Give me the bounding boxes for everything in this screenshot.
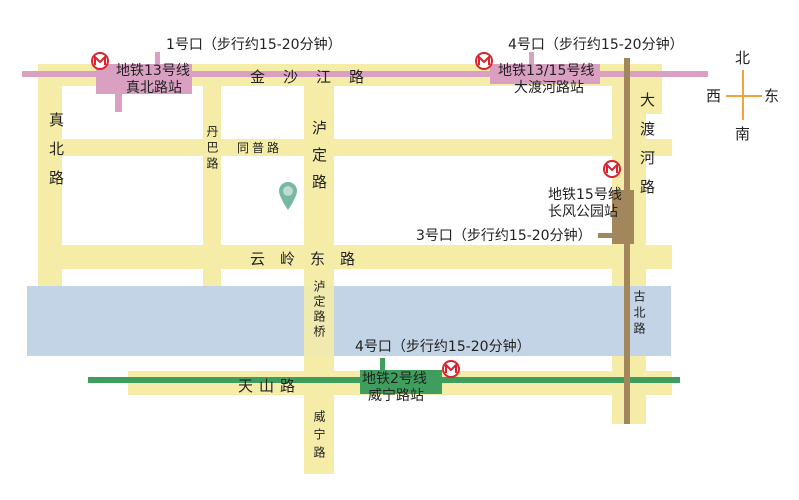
road-name-tongpu: 同普路 xyxy=(237,141,283,155)
road-name-ludingluqiao: 泸定路桥 xyxy=(311,280,328,340)
station-weininglu-name: 威宁路站 xyxy=(368,388,424,404)
metro-icon xyxy=(475,52,493,70)
compass-east: 东 xyxy=(764,87,780,105)
exit-tick-1 xyxy=(155,52,160,66)
road-name-danba-text: 丹巴路 xyxy=(205,125,219,173)
river xyxy=(27,286,671,356)
road-name-weining-text: 威宁路 xyxy=(312,410,326,464)
location-pin-icon[interactable] xyxy=(278,181,298,211)
road-ludinglu xyxy=(304,64,334,474)
metro-icon xyxy=(603,160,621,178)
road-tongpu xyxy=(38,139,672,156)
station-box-changfeng[interactable] xyxy=(612,190,634,244)
road-name-gubei: 古北路 xyxy=(631,290,648,338)
road-yunlingdong xyxy=(38,245,672,269)
road-ludingluqiao xyxy=(304,270,334,362)
road-name-ludinglu: 泸定路 xyxy=(309,120,330,201)
road-name-zhenbei-text: 真北路 xyxy=(47,112,65,199)
station-daduhelu-name: 大渡河路站 xyxy=(514,80,584,96)
compass: 北 南 西 东 xyxy=(704,48,784,146)
exit-1-label: 1号口（步行约15-20分钟） xyxy=(166,37,342,53)
station-box-daduhelu[interactable] xyxy=(490,64,600,84)
exit-tick-4-top xyxy=(529,52,534,66)
road-name-dadu-text: 大渡河路 xyxy=(638,92,656,208)
compass-west: 西 xyxy=(706,87,722,105)
station-weininglu-line: 地铁2号线 xyxy=(362,371,427,387)
station-changfeng-line: 地铁15号线 xyxy=(548,187,622,203)
station-daduhelu-line: 地铁13/15号线 xyxy=(498,63,595,79)
station-box-weininglu[interactable] xyxy=(360,370,442,394)
road-zhenbei xyxy=(38,64,62,286)
road-name-danba: 丹巴路 xyxy=(204,125,221,173)
station-box-zhenbeilu-stub xyxy=(115,90,122,112)
road-name-zhenbei: 真北路 xyxy=(40,112,72,199)
compass-south: 南 xyxy=(735,125,751,143)
road-name-yunlingdong: 云岭东路 xyxy=(250,250,371,268)
compass-horizontal-bar xyxy=(726,95,762,97)
exit-tick-3 xyxy=(598,233,614,238)
station-zhenbeilu-name: 真北路站 xyxy=(126,80,182,96)
metro-icon xyxy=(91,52,109,70)
station-changfeng-name: 长风公园站 xyxy=(548,204,618,220)
metro-line-13 xyxy=(22,71,708,77)
road-name-ludingluqiao-text: 泸定路桥 xyxy=(312,280,326,340)
exit-4-top-label: 4号口（步行约15-20分钟） xyxy=(508,37,684,53)
exit-tick-4-bottom xyxy=(380,358,385,372)
compass-north: 北 xyxy=(735,49,751,67)
metro-icon xyxy=(442,360,460,378)
station-box-zhenbeilu[interactable] xyxy=(96,64,192,94)
road-name-jinshajiang: 金沙江路 xyxy=(250,68,383,86)
road-name-dadu: 大渡河路 xyxy=(637,92,658,208)
exit-3-label: 3号口（步行约15-20分钟） xyxy=(416,228,592,244)
exit-4-bottom-label: 4号口（步行约15-20分钟） xyxy=(355,339,531,355)
road-name-weining: 威宁路 xyxy=(311,410,328,464)
road-danba xyxy=(203,80,221,286)
station-zhenbeilu-line: 地铁13号线 xyxy=(116,63,190,79)
road-name-gubei-text: 古北路 xyxy=(632,290,646,338)
road-name-tianshan: 天山路 xyxy=(238,377,302,395)
road-name-ludinglu-text: 泸定路 xyxy=(310,120,328,201)
